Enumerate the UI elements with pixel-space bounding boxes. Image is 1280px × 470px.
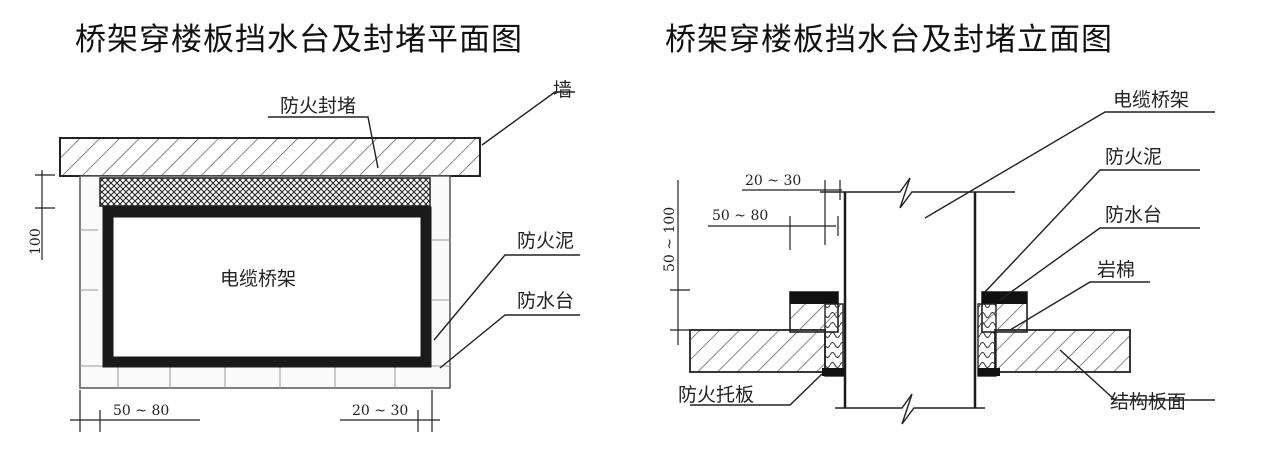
- plan-fire-mud-label: 防火泥: [517, 230, 574, 252]
- elevation-title: 桥架穿楼板挡水台及封堵立面图: [665, 22, 1113, 58]
- plan-leaders: [268, 91, 580, 369]
- elev-water-stop-label: 防水台: [1105, 204, 1162, 226]
- plan-title: 桥架穿楼板挡水台及封堵平面图: [75, 22, 523, 58]
- plan-wall-label: 墙: [553, 79, 572, 101]
- plan-left-width-label: 50 ~ 80: [113, 403, 169, 419]
- elev-mid-dim-label: 50 ~ 80: [712, 208, 768, 224]
- elev-height-dim-label: 50 ~ 100: [662, 207, 678, 272]
- rock-wool-right: [977, 303, 997, 377]
- elevation-leaders: [690, 111, 1215, 406]
- elev-top-dim-label: 20 ~ 30: [745, 173, 801, 189]
- slab-right: [994, 329, 1131, 373]
- wall-slab: [59, 137, 481, 177]
- fire-tray-left: [822, 368, 844, 376]
- break-lines: [820, 177, 1015, 425]
- plan-right-width-label: 20 ~ 30: [352, 403, 408, 419]
- elev-cable-tray-label: 电缆桥架: [1113, 89, 1189, 111]
- plan-cable-tray-label: 电缆桥架: [220, 268, 296, 290]
- plan-bottom-dims: [70, 390, 440, 432]
- elevation-top-dims: [708, 180, 842, 250]
- tray-side-walls: [843, 192, 977, 408]
- elev-fire-mud-label: 防火泥: [1105, 146, 1162, 168]
- fire-mud-right: [982, 292, 1027, 304]
- fire-mud-left: [790, 292, 838, 304]
- plan-water-stop-label: 防水台: [517, 290, 574, 312]
- plan-height-dim-label: 100: [28, 228, 44, 255]
- elev-slab-surface-label: 结构板面: [1110, 391, 1186, 413]
- plan-height-dim: [35, 170, 55, 260]
- elevation-height-dim: [670, 180, 690, 345]
- elev-rock-wool-label: 岩棉: [1097, 259, 1135, 281]
- elevation-view: 电缆桥架 防火泥 防水台 岩棉 防火托板 结构板面 20 ~ 30 50 ~ 8…: [662, 89, 1215, 425]
- slab-left: [689, 329, 826, 373]
- rock-wool-left: [824, 303, 844, 377]
- fire-tray-right: [978, 368, 1000, 376]
- cable-tray: [102, 206, 432, 368]
- fire-seal-band: [99, 177, 431, 207]
- plan-fire-seal-label: 防火封堵: [280, 95, 356, 117]
- elev-fire-tray-label: 防火托板: [678, 384, 754, 406]
- plan-view: 电缆桥架 防火封堵 墙 防火泥 防水台 100: [28, 79, 580, 432]
